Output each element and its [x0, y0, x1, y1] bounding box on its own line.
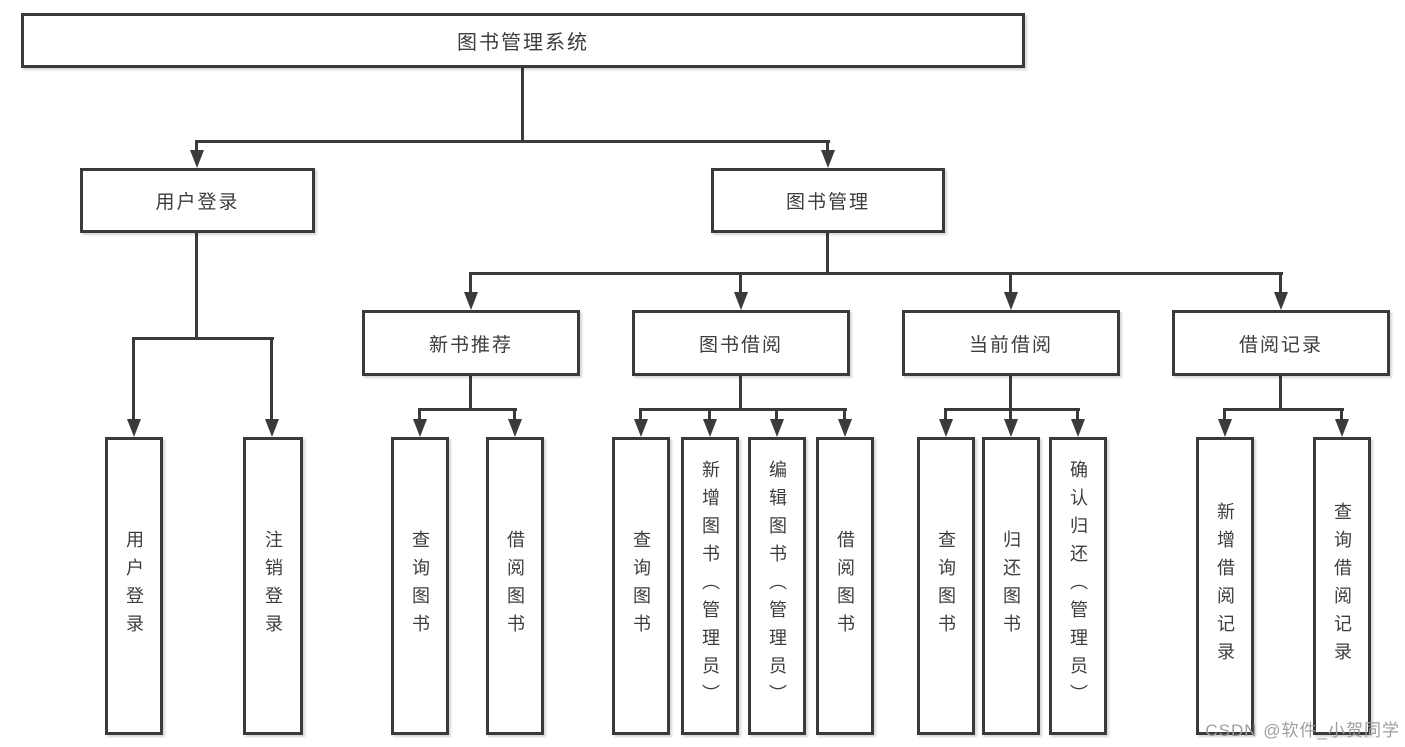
node-book-borrow-label: 图书借阅 [698, 334, 783, 356]
arrow-down-icon [190, 150, 204, 168]
arrow-down-icon [939, 419, 953, 437]
connector-line [1279, 376, 1282, 410]
leaf-add-borrow-record-label: 新增借阅记录 [1215, 502, 1235, 670]
arrow-down-icon [821, 150, 835, 168]
connector-line [521, 68, 524, 143]
connector-line [418, 408, 421, 423]
connector-line [469, 376, 472, 410]
connector-line [1279, 272, 1282, 296]
arrow-down-icon [1274, 292, 1288, 310]
connector-line [1009, 376, 1012, 410]
node-current-borrow: 当前借阅 [902, 310, 1120, 376]
arrow-down-icon [1335, 419, 1349, 437]
arrow-down-icon [770, 419, 784, 437]
arrow-down-icon [703, 419, 717, 437]
leaf-borrow-book-1: 借阅图书 [486, 437, 544, 735]
arrow-down-icon [1004, 292, 1018, 310]
connector-line [469, 272, 472, 296]
leaf-borrow-book-2: 借阅图书 [816, 437, 874, 735]
leaf-query-book-3: 查询图书 [917, 437, 975, 735]
connector-line [708, 408, 711, 423]
connector-line [132, 337, 274, 340]
leaf-borrow-book-2-label: 借阅图书 [835, 530, 855, 642]
leaf-edit-book-admin-label: 编辑图书（管理员） [767, 460, 787, 712]
leaf-add-book-admin-label: 新增图书（管理员） [700, 460, 720, 712]
leaf-add-borrow-record: 新增借阅记录 [1196, 437, 1254, 735]
connector-line [418, 408, 517, 411]
arrow-down-icon [1004, 419, 1018, 437]
node-book-management: 图书管理 [711, 168, 945, 233]
connector-line [1009, 408, 1012, 423]
connector-line [1009, 272, 1012, 296]
arrow-down-icon [1071, 419, 1085, 437]
connector-line [1076, 408, 1079, 423]
leaf-query-book-2-label: 查询图书 [631, 530, 651, 642]
connector-line [739, 376, 742, 410]
arrow-down-icon [464, 292, 478, 310]
connector-line [195, 140, 198, 154]
leaf-user-login-label: 用户登录 [124, 530, 144, 642]
leaf-query-book-2: 查询图书 [612, 437, 670, 735]
leaf-query-book-3-label: 查询图书 [936, 530, 956, 642]
arrow-down-icon [508, 419, 522, 437]
leaf-logout: 注销登录 [243, 437, 303, 735]
connector-line [513, 408, 516, 423]
arrow-down-icon [265, 419, 279, 437]
node-borrow-records: 借阅记录 [1172, 310, 1390, 376]
leaf-borrow-book-1-label: 借阅图书 [505, 530, 525, 642]
node-new-book-recommend: 新书推荐 [362, 310, 580, 376]
node-user-login: 用户登录 [80, 168, 315, 233]
connector-line [639, 408, 847, 411]
arrow-down-icon [838, 419, 852, 437]
arrow-down-icon [1218, 419, 1232, 437]
connector-line [195, 233, 198, 339]
connector-line [639, 408, 642, 423]
connector-line [843, 408, 846, 423]
connector-line [195, 140, 830, 143]
arrow-down-icon [734, 292, 748, 310]
node-book-borrow: 图书借阅 [632, 310, 850, 376]
watermark: CSDN @软件_小贺同学 [1205, 721, 1400, 740]
connector-line [775, 408, 778, 423]
node-current-borrow-label: 当前借阅 [968, 334, 1053, 356]
leaf-edit-book-admin: 编辑图书（管理员） [748, 437, 806, 735]
connector-line [132, 337, 135, 423]
leaf-confirm-return-admin: 确认归还（管理员） [1049, 437, 1107, 735]
node-book-management-label: 图书管理 [785, 192, 870, 213]
node-root-label: 图书管理系统 [457, 32, 589, 54]
leaf-confirm-return-admin-label: 确认归还（管理员） [1068, 460, 1088, 712]
arrow-down-icon [634, 419, 648, 437]
leaf-return-book: 归还图书 [982, 437, 1040, 735]
leaf-logout-label: 注销登录 [263, 530, 283, 642]
leaf-query-book-1-label: 查询图书 [410, 530, 430, 642]
leaf-return-book-label: 归还图书 [1001, 530, 1021, 642]
connector-line [826, 140, 829, 154]
connector-line [944, 408, 947, 423]
node-user-login-label: 用户登录 [155, 192, 240, 213]
connector-line [1223, 408, 1344, 411]
arrow-down-icon [127, 419, 141, 437]
leaf-query-borrow-record: 查询借阅记录 [1313, 437, 1371, 735]
node-borrow-records-label: 借阅记录 [1238, 334, 1323, 356]
leaf-query-borrow-record-label: 查询借阅记录 [1332, 502, 1352, 670]
connector-line [1223, 408, 1226, 423]
leaf-query-book-1: 查询图书 [391, 437, 449, 735]
node-root: 图书管理系统 [21, 13, 1025, 68]
connector-line [469, 272, 1283, 275]
arrow-down-icon [413, 419, 427, 437]
connector-line [1340, 408, 1343, 423]
connector-line [826, 233, 829, 274]
connector-line [739, 272, 742, 296]
connector-line [944, 408, 1080, 411]
leaf-user-login: 用户登录 [105, 437, 163, 735]
leaf-add-book-admin: 新增图书（管理员） [681, 437, 739, 735]
connector-line [270, 337, 273, 423]
node-new-book-recommend-label: 新书推荐 [428, 334, 513, 356]
